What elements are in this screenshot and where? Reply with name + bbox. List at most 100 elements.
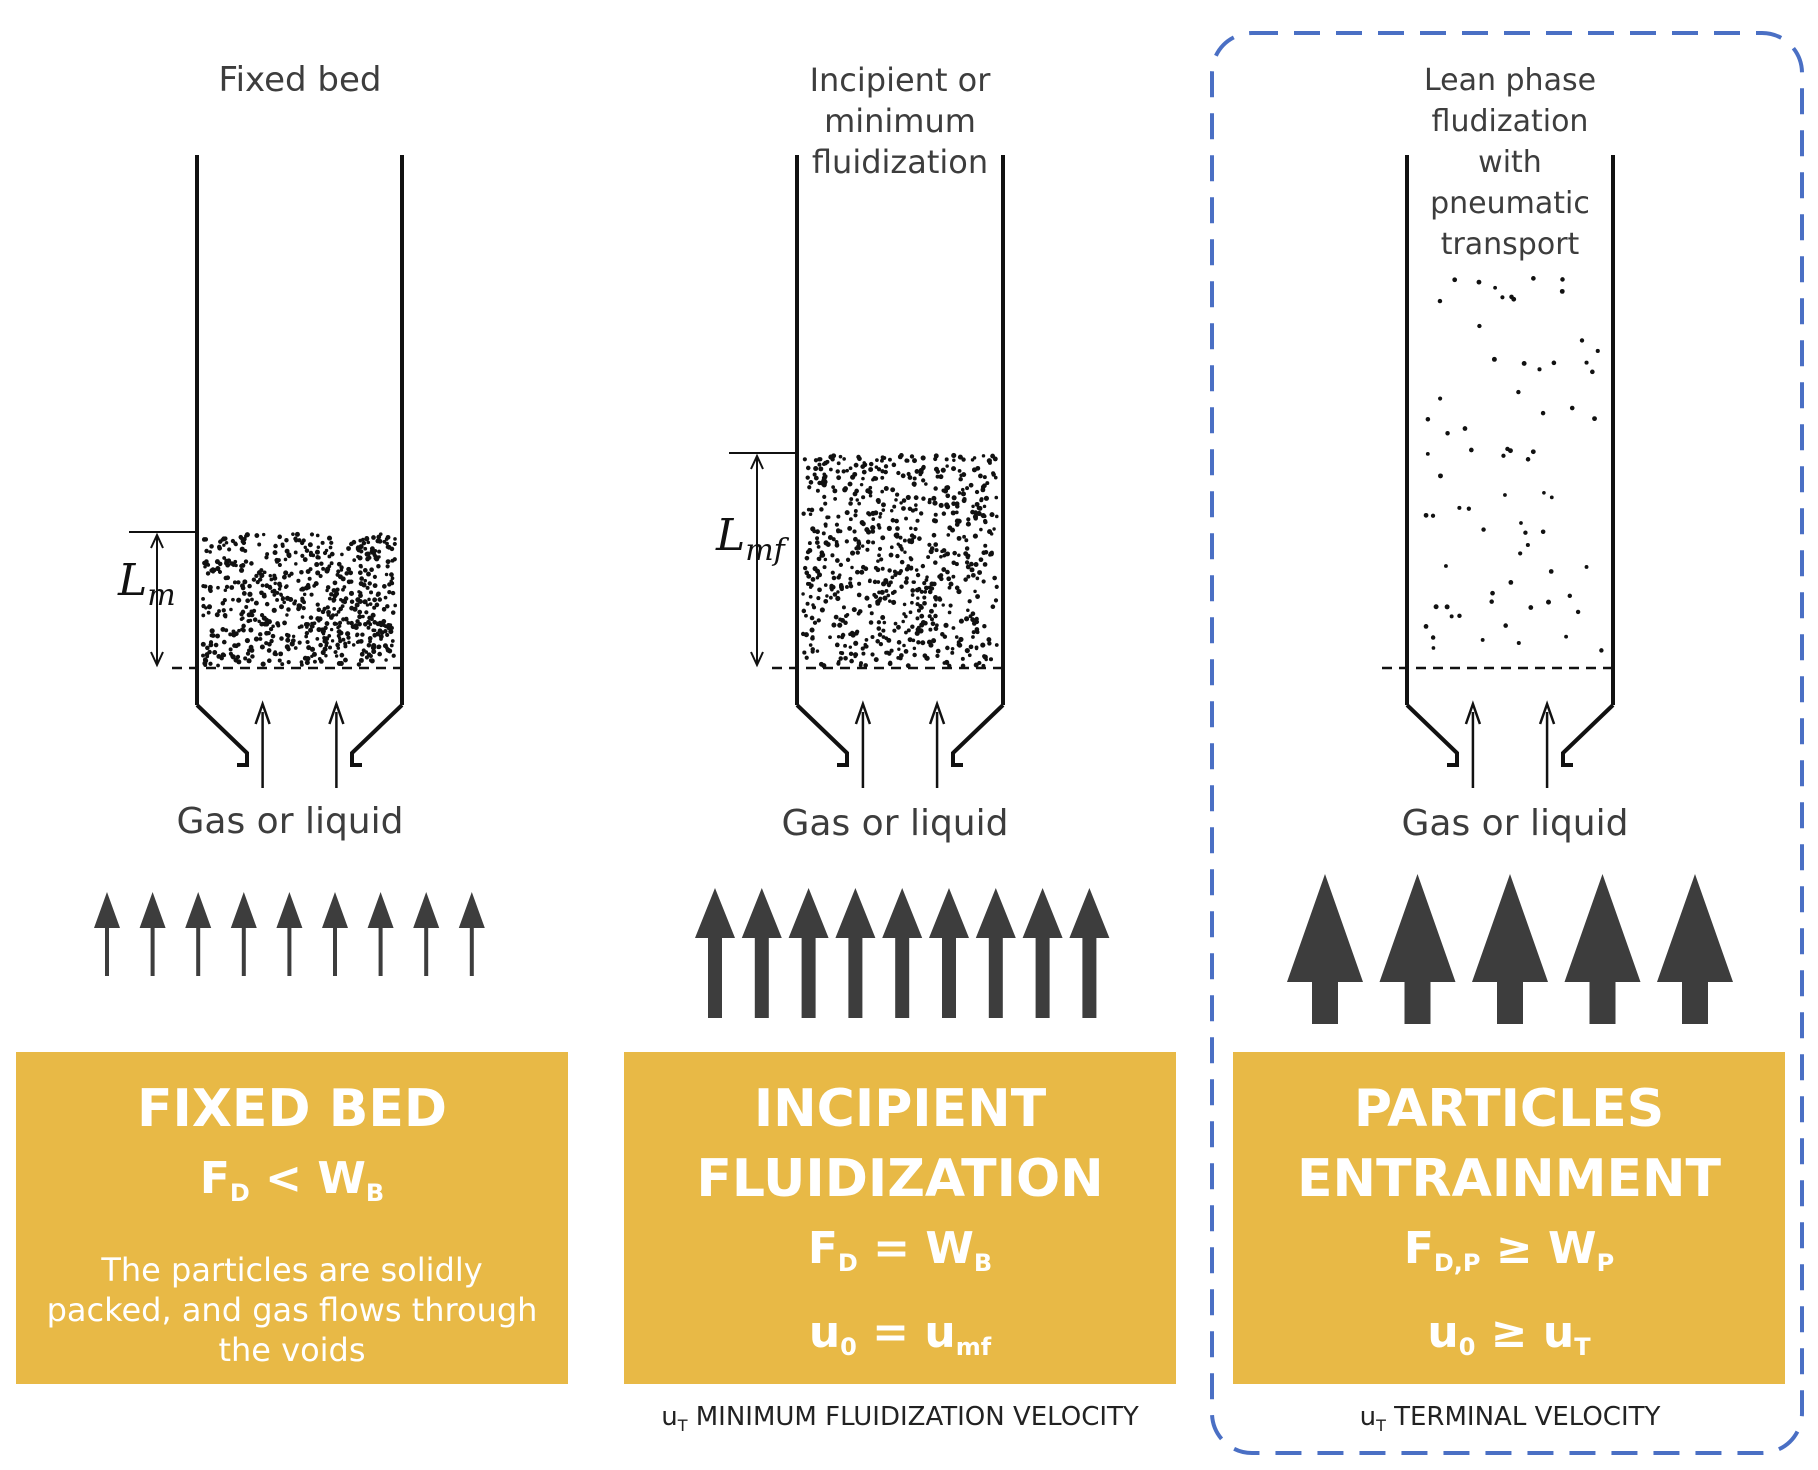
particle	[973, 562, 979, 567]
particle	[992, 575, 997, 581]
particle	[857, 609, 863, 614]
particle	[310, 654, 314, 659]
particle	[385, 647, 391, 653]
particle	[345, 631, 351, 637]
particle	[355, 633, 359, 638]
particle	[976, 505, 981, 511]
particle	[282, 620, 287, 626]
particle	[377, 651, 382, 657]
particle	[300, 553, 305, 558]
particle	[1508, 580, 1514, 585]
particle	[302, 592, 307, 597]
particle	[877, 632, 883, 637]
particle	[802, 650, 807, 655]
particle	[240, 627, 245, 632]
particle	[1438, 396, 1443, 401]
particle	[921, 496, 926, 501]
particle	[823, 540, 829, 546]
particle	[925, 575, 929, 579]
particle	[914, 469, 920, 474]
particle	[385, 632, 390, 638]
particle	[329, 551, 335, 557]
particle	[372, 628, 377, 633]
particle	[280, 542, 285, 547]
particle	[269, 638, 274, 644]
particle	[931, 581, 937, 587]
particle	[329, 540, 334, 545]
particle	[947, 663, 952, 668]
particle	[1599, 648, 1604, 653]
particle	[839, 651, 843, 655]
particle	[367, 581, 372, 586]
particle	[954, 635, 959, 639]
particle	[368, 602, 373, 606]
particle	[200, 641, 206, 647]
particle	[309, 646, 316, 652]
particle	[864, 527, 870, 533]
particle	[877, 590, 881, 595]
particle	[981, 579, 986, 584]
particle	[954, 518, 960, 524]
particle	[253, 600, 259, 606]
particle	[838, 454, 843, 459]
particle	[823, 474, 828, 479]
particle	[815, 568, 821, 574]
particle	[203, 565, 207, 569]
particle	[373, 555, 378, 561]
particle	[1518, 551, 1523, 556]
particle	[251, 577, 257, 582]
particle	[868, 467, 874, 473]
top-label-line: Incipient or	[809, 61, 991, 99]
lean-phase-column	[1382, 155, 1615, 788]
particle	[836, 661, 841, 666]
particle	[922, 595, 927, 600]
particle	[825, 594, 829, 598]
particle	[860, 464, 866, 470]
particle	[1480, 637, 1485, 642]
particle	[954, 585, 960, 591]
particle	[829, 586, 834, 590]
particle	[242, 579, 248, 585]
particle	[206, 604, 213, 610]
particle	[359, 565, 363, 569]
particle	[272, 573, 277, 578]
particle	[951, 574, 956, 579]
particle	[860, 544, 865, 548]
particle	[909, 533, 915, 538]
particle	[337, 629, 342, 635]
particle	[283, 557, 288, 562]
particle	[1567, 593, 1572, 599]
particle	[876, 499, 881, 505]
particle	[855, 569, 860, 575]
particle	[303, 545, 307, 550]
flow-arrow	[741, 888, 782, 1018]
particle	[227, 547, 232, 552]
particle	[244, 605, 249, 609]
particle	[881, 508, 886, 512]
top-label-line: minimum	[824, 102, 976, 140]
particle	[1490, 590, 1495, 596]
particle	[947, 585, 952, 590]
particle	[804, 655, 809, 660]
particle	[982, 654, 987, 659]
particle	[910, 588, 916, 593]
particle	[344, 571, 350, 576]
particle	[390, 626, 394, 630]
particle	[950, 650, 955, 655]
particle	[871, 517, 876, 521]
particle	[942, 634, 948, 639]
particle	[1525, 542, 1530, 548]
particle	[281, 574, 287, 580]
particle	[366, 642, 372, 648]
particle	[891, 599, 897, 605]
particle	[968, 482, 974, 488]
particle	[957, 454, 963, 460]
particle	[1569, 405, 1575, 411]
particle	[369, 590, 374, 595]
particle	[965, 486, 970, 491]
particle	[848, 576, 853, 581]
particle	[989, 532, 994, 536]
particle	[384, 537, 389, 541]
particle	[294, 562, 298, 566]
particle	[215, 566, 221, 572]
